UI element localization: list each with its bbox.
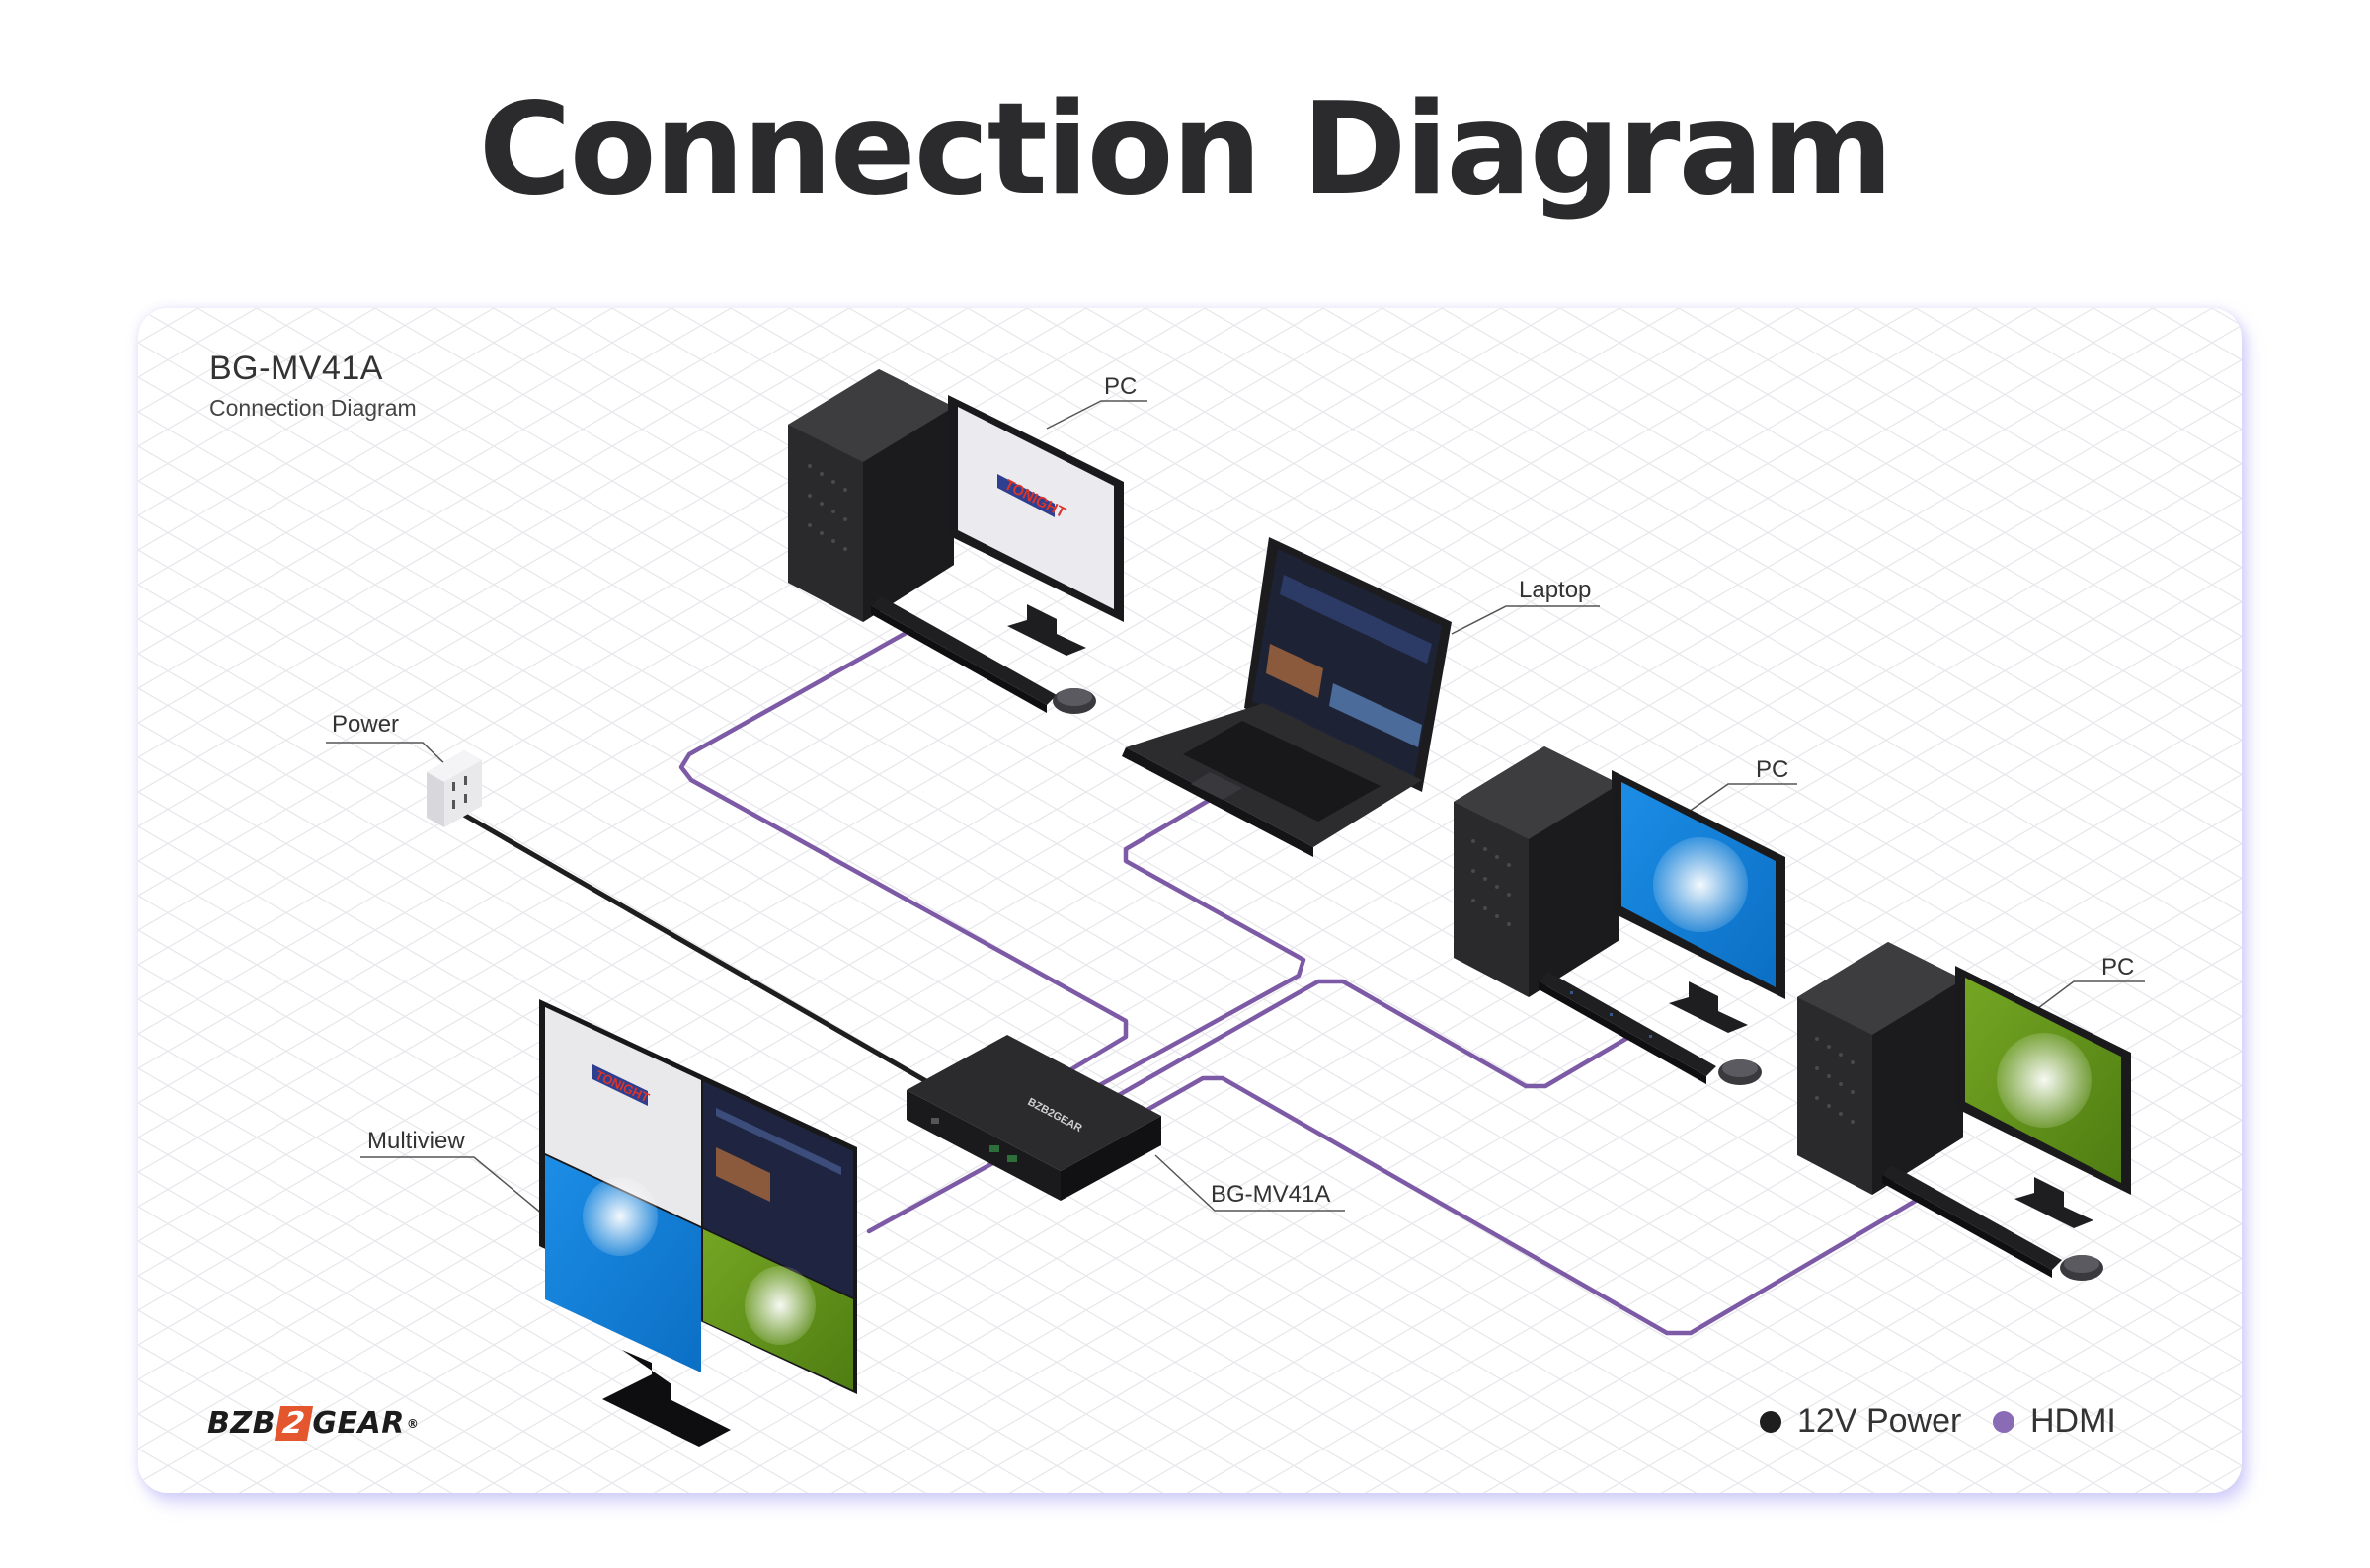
leader-power [326,742,450,769]
isometric-grid [138,308,2242,1493]
cables [459,623,1929,1336]
diagram-model-title: BG-MV41A [209,350,383,387]
label-pc-right: PC [2101,954,2135,980]
legend-item-power: 12V Power [1760,1402,1961,1441]
label-multiview: Multiview [367,1128,465,1154]
hdmi-cable-pc-middle [1093,979,1632,1111]
leader-pc-top [1046,400,1147,430]
diagram-card: TONIGHT [138,308,2242,1493]
legend-item-hdmi: HDMI [1993,1402,2116,1441]
diagram-subtitle: Connection Diagram [209,395,417,421]
logo-mark: 2 [274,1406,314,1441]
logo-suffix: GEAR [312,1406,405,1441]
label-device: BG-MV41A [1211,1181,1331,1208]
pc-middle[interactable] [1454,746,1785,1085]
hdmi-cable-pc-top [678,623,1129,1081]
legend-dot-hdmi [1993,1410,2014,1433]
hdmi-cable-laptop [1073,794,1306,1101]
logo-prefix: BZB [207,1406,276,1441]
laptop[interactable] [1122,537,1452,857]
power-outlet [427,750,482,827]
power-cable [459,811,941,1091]
legend-label-power: 12V Power [1797,1402,1962,1440]
label-power: Power [332,711,400,738]
legend-label-hdmi: HDMI [2030,1402,2116,1440]
label-laptop: Laptop [1519,577,1592,603]
leader-laptop [1451,605,1600,635]
hdmi-cable-multiview [866,1152,1010,1234]
page-title: Connection Diagram [478,76,1894,223]
label-pc-top: PC [1104,373,1138,400]
legend-dot-power [1760,1410,1781,1433]
bg-mv41a-device[interactable]: BZB2GEAR [907,1035,1161,1201]
leader-multiview [360,1156,544,1215]
leader-pc-middle [1688,783,1797,813]
hdmi-cable-pc-right [1113,1075,1929,1336]
pc-top[interactable]: TONIGHT [788,369,1124,714]
pc-right[interactable] [1797,942,2131,1281]
label-pc-middle: PC [1756,756,1789,783]
leader-lines [326,400,2145,1215]
multiview-display[interactable]: TONIGHT [539,999,857,1447]
leader-pc-right [2033,980,2145,1012]
logo-reg: ® [406,1416,420,1431]
leader-device [1154,1154,1345,1212]
